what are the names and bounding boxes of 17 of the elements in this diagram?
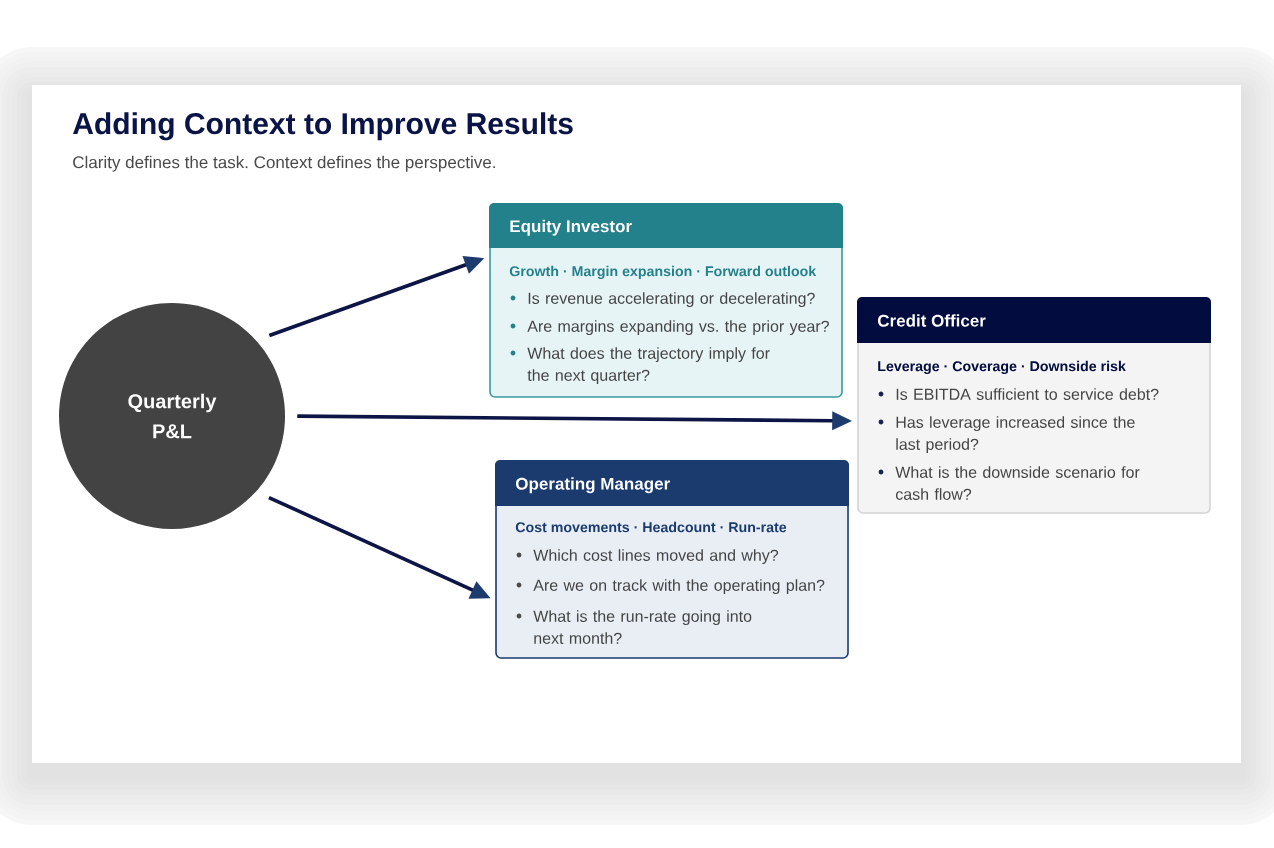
bullet-text: Is EBITDA sufficient to service debt?: [896, 388, 1159, 400]
bullet-text: Is revenue accelerating or decelerating?: [528, 292, 815, 308]
keyword-line: Cost movements · Headcount · Run-rate: [515, 521, 787, 533]
card-header: Credit Officer: [857, 297, 1211, 343]
subtitle: Clarity defines the task. Context defines the perspective.: [73, 155, 495, 172]
bullet-text: Which cost lines moved and why?: [533, 549, 779, 565]
bullet-text: What does the trajectory imply for the next quarter?: [527, 347, 770, 385]
title: Adding Context to Improve Results: [73, 112, 573, 141]
bullet-text: Are we on track with the operating plan?: [533, 579, 825, 595]
bullet-text: What is the run-rate going into next month?: [533, 610, 752, 644]
bullet-text: Has leverage increased since the last period?: [896, 416, 1135, 454]
card-header: Equity Investor: [489, 203, 843, 248]
keyword-line: Growth · Margin expansion · Forward outlook: [509, 265, 817, 280]
card-header: Operating Manager: [495, 460, 849, 506]
bullet-text: Are margins expanding vs. the prior year?: [527, 320, 829, 336]
bullet-text: What is the downside scenario for cash flow?: [895, 466, 1140, 500]
keyword-line: Leverage · Coverage · Downside risk: [878, 360, 1126, 375]
